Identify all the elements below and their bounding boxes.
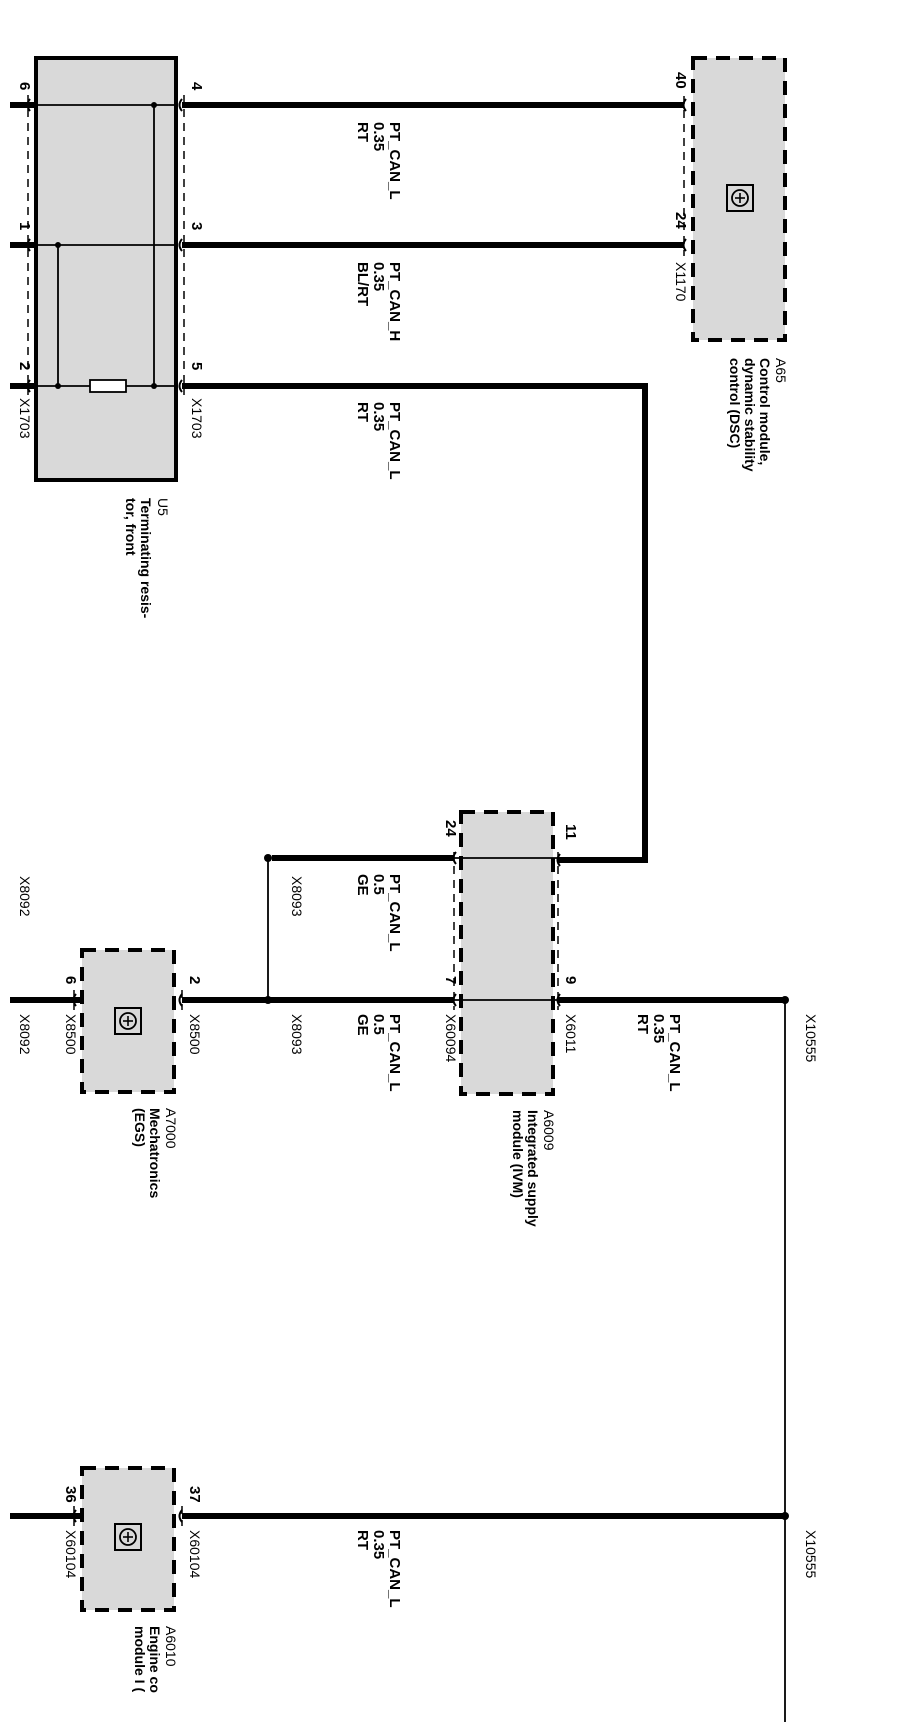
a65-control-unit-icon	[726, 184, 754, 212]
wire-1-size: 0.35	[370, 262, 387, 291]
a7000-pin-2: 2	[186, 976, 203, 984]
wire-5-color: RT	[634, 1014, 651, 1034]
wire-6-color: RT	[354, 1530, 371, 1550]
x8093-label-upper: X8093	[289, 876, 305, 917]
wire-u5-5-to-a6009-11	[182, 383, 648, 863]
wire-4-signal: PT_CAN_L	[386, 1014, 403, 1092]
a6009-pin-11: 11	[562, 824, 579, 840]
a65-connector-label: X1170	[673, 262, 689, 302]
a7000-pin-6: 6	[62, 976, 79, 984]
resistor-symbol	[89, 379, 127, 393]
u5-pin-6: 6	[16, 82, 33, 90]
wire-2-size: 0.35	[370, 402, 387, 431]
u5-name-line-1: Terminating resis-	[138, 498, 154, 619]
wire-3-size: 0.5	[370, 874, 387, 895]
a6009-body	[459, 810, 555, 1096]
wire-1-color: BL/RT	[354, 262, 371, 306]
a7000-id: A7000	[163, 1108, 179, 1149]
a7000-mechatronics-module: 2 6 X8500 X8500 A7000 Mechatronics (EGS)	[62, 948, 203, 1198]
a7000-connector-right-label: X8500	[187, 1014, 203, 1055]
u5-pin-1: 1	[16, 222, 33, 230]
a65-id: A65	[773, 358, 789, 383]
splice-x10555-lower	[781, 1512, 789, 1520]
a65-body	[691, 56, 787, 342]
u5-junction-2	[55, 383, 61, 389]
u5-junction-1	[55, 242, 61, 248]
u5-terminating-resistor: 6 1 2 4 3 5 X1703 X1703 U5 Terminating r…	[16, 56, 205, 619]
wire-0-size: 0.35	[370, 122, 387, 151]
a7000-connector-left-label: X8500	[63, 1014, 79, 1055]
wire-labels: PT_CAN_L 0.35 RT PT_CAN_H 0.35 BL/RT PT_…	[354, 122, 683, 1608]
a6010-engine-control-module: 37 36 X60104 X60104 A6010 Engine co modu…	[62, 1466, 203, 1693]
a6010-pin-36: 36	[62, 1486, 79, 1503]
u5-name-line-2: tor, front	[123, 498, 139, 556]
x8092-label-upper: X8092	[17, 876, 33, 917]
wire-4-color: GE	[354, 1014, 371, 1036]
a6009-ivm-module: 11 9 24 7 X6011 X60094 A6009 Integrated …	[442, 810, 579, 1227]
splices: X8093 X8093 X10555 X10555 X8092 X8092	[17, 854, 819, 1578]
wire-6-signal: PT_CAN_L	[386, 1530, 403, 1608]
splice-x8093-lower	[264, 996, 272, 1004]
a65-pin-24: 24	[672, 212, 689, 229]
wire-1-signal: PT_CAN_H	[386, 262, 403, 341]
a65-control-unit-icon-circle	[731, 189, 749, 207]
a6009-pin-24: 24	[442, 820, 459, 837]
u5-junction-4	[151, 383, 157, 389]
u5-junction-3	[151, 102, 157, 108]
u5-pin-3: 3	[188, 222, 205, 230]
wire-2-color: RT	[354, 402, 371, 422]
a65-name-line-3: control (DSC)	[727, 358, 743, 448]
a7000-control-unit-icon	[114, 1007, 142, 1035]
a6009-id: A6009	[541, 1110, 557, 1151]
wires	[10, 102, 786, 1722]
a6010-connector-right-label: X60104	[187, 1530, 203, 1578]
wire-4-size: 0.5	[370, 1014, 387, 1035]
wire-5-signal: PT_CAN_L	[666, 1014, 683, 1092]
a6010-pin-37: 37	[186, 1486, 203, 1503]
a6009-pin-7: 7	[442, 976, 459, 984]
u5-id: U5	[155, 498, 171, 516]
a6010-name-line-2: module I (	[132, 1626, 148, 1692]
a7000-name-line-2: (EGS)	[132, 1108, 148, 1147]
a7000-name-line-1: Mechatronics	[147, 1108, 163, 1198]
wire-0-color: RT	[354, 122, 371, 142]
a6009-name-line-1: Integrated supply	[525, 1110, 541, 1227]
a65-name-line-1: Control module,	[757, 358, 773, 465]
a6009-name-line-2: module (IVM)	[510, 1110, 526, 1198]
pin-notches	[26, 98, 687, 1523]
x10555-label-lower: X10555	[803, 1530, 819, 1578]
wire-3-color: GE	[354, 874, 371, 896]
a6010-id: A6010	[163, 1626, 179, 1667]
a6009-pin-9: 9	[562, 976, 579, 984]
a6009-connector-bottom-label: X60094	[443, 1014, 459, 1062]
u5-connector-left-label: X1703	[17, 398, 33, 439]
a6010-name-line-1: Engine co	[147, 1626, 163, 1693]
u5-pin-2: 2	[16, 362, 33, 370]
wire-0-signal: PT_CAN_L	[386, 122, 403, 200]
a6009-connector-top-label: X6011	[563, 1014, 579, 1054]
a6010-connector-left-label: X60104	[63, 1530, 79, 1578]
u5-pin-5: 5	[188, 362, 205, 370]
wire-3-signal: PT_CAN_L	[386, 874, 403, 952]
x8093-label-lower: X8093	[289, 1014, 305, 1055]
wire-5-size: 0.35	[650, 1014, 667, 1043]
x8092-label-lower: X8092	[17, 1014, 33, 1055]
splice-x8093-upper	[264, 854, 272, 862]
u5-body	[34, 56, 178, 482]
u5-pin-4: 4	[188, 82, 205, 91]
a65-pin-40: 40	[672, 72, 689, 89]
u5-connector-right-label: X1703	[189, 398, 205, 439]
a65-dsc-module: 40 24 X1170 A65 Control module, dynamic …	[672, 56, 789, 472]
a65-name-line-2: dynamic stability	[742, 358, 758, 472]
wire-2-signal: PT_CAN_L	[386, 402, 403, 480]
a6010-control-unit-icon	[114, 1523, 142, 1551]
x10555-label-upper: X10555	[803, 1014, 819, 1062]
splice-x10555-upper	[781, 996, 789, 1004]
wire-6-size: 0.35	[370, 1530, 387, 1559]
